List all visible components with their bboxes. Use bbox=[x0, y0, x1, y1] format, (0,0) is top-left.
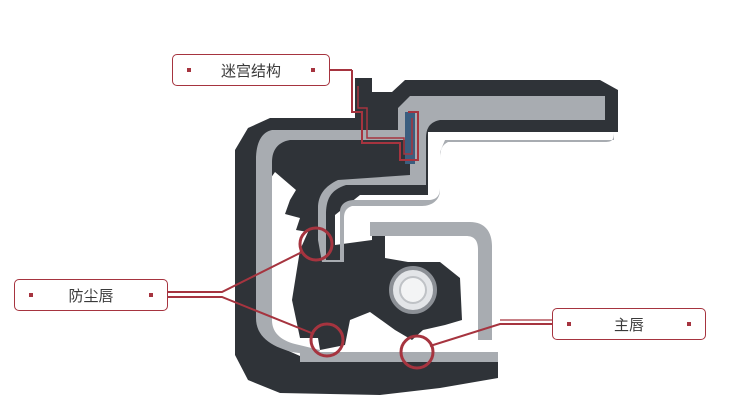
main-lip-label: 主唇 bbox=[613, 315, 644, 334]
label-bullet-right bbox=[148, 293, 153, 297]
labyrinth-channel-line bbox=[351, 83, 419, 161]
dust-lip-label-box: 防尘唇 bbox=[14, 279, 168, 311]
shaft-surface bbox=[300, 352, 498, 362]
label-bullet-right bbox=[686, 322, 691, 326]
label-bullet-left bbox=[567, 322, 571, 326]
dust-lip-leader-line-2 bbox=[168, 296, 315, 335]
inner-steel-ring bbox=[370, 222, 492, 340]
label-bullet-left bbox=[29, 293, 33, 297]
outer-rubber-body bbox=[235, 78, 618, 395]
garter-spring-core bbox=[399, 276, 427, 304]
dust-lip-lower-highlight bbox=[309, 322, 345, 358]
main-lip-highlight bbox=[399, 334, 435, 370]
main-lip-label-box: 主唇 bbox=[552, 308, 706, 340]
labyrinth-label: 迷宫结构 bbox=[220, 61, 281, 80]
labyrinth-channel-line-2 bbox=[357, 86, 413, 155]
label-bullet-left bbox=[187, 68, 191, 72]
labyrinth-gap-blue bbox=[405, 112, 415, 164]
main-lip-leader-line bbox=[429, 323, 552, 347]
labyrinth-label-box: 迷宫结构 bbox=[172, 54, 330, 86]
dust-lip-leader-line bbox=[168, 251, 303, 293]
dust-lip-upper-highlight bbox=[298, 226, 334, 262]
dust-lip-label: 防尘唇 bbox=[68, 286, 114, 305]
label-bullet-right bbox=[310, 68, 315, 72]
